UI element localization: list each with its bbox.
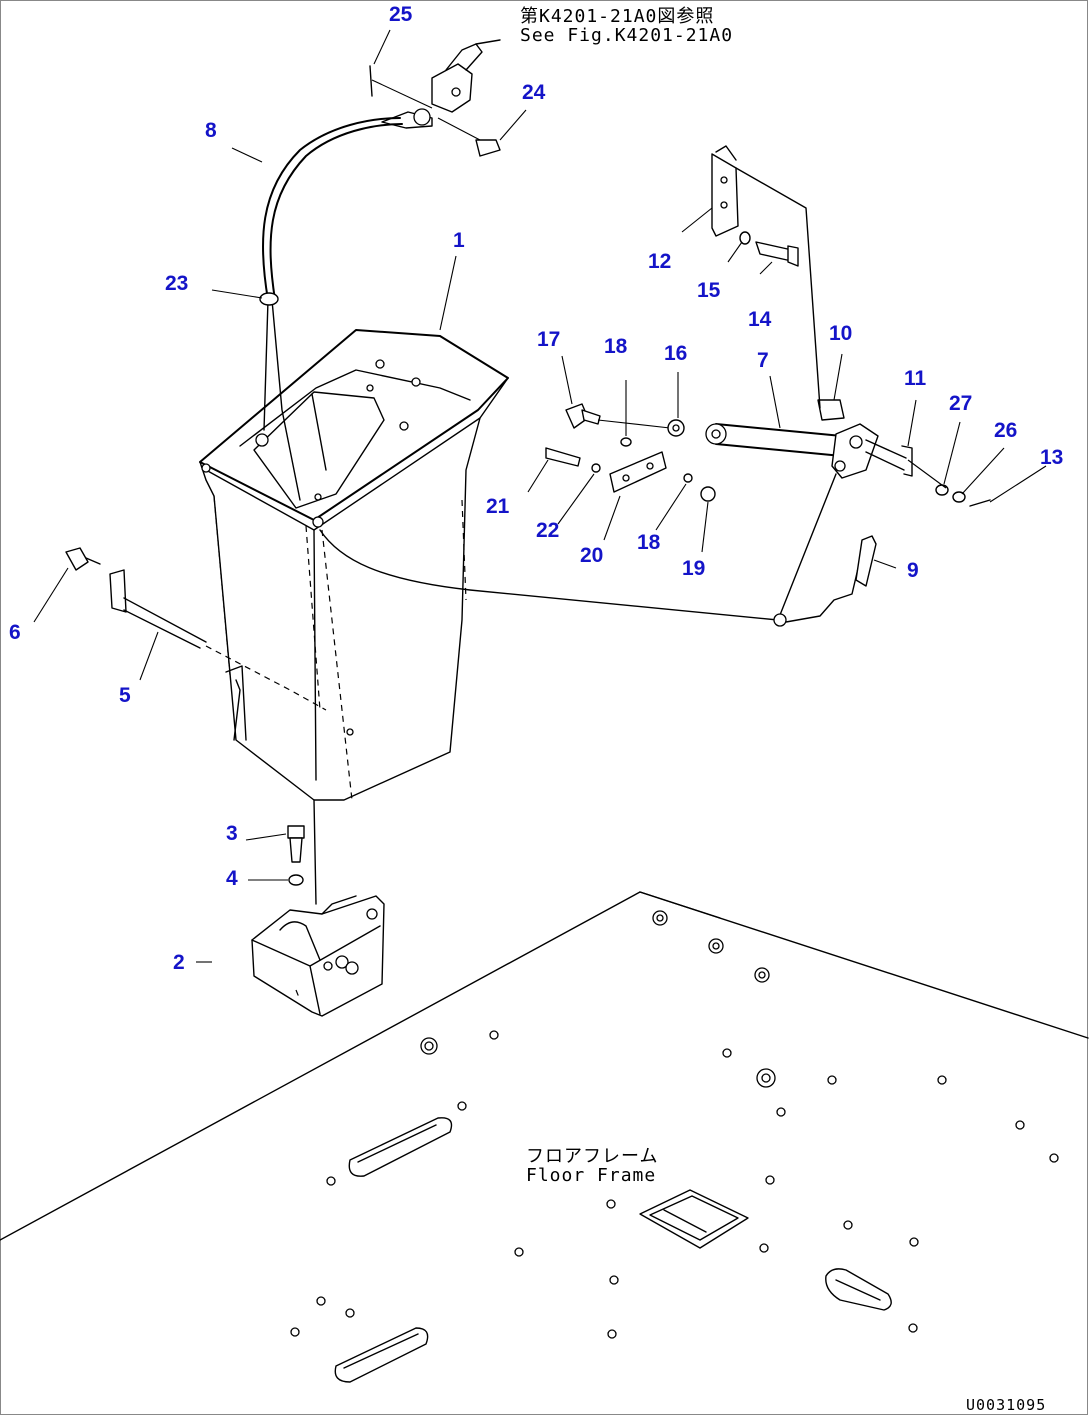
pin-part-25 <box>369 65 433 109</box>
document-id: U0031095 <box>966 1396 1047 1414</box>
box-bolt-holes <box>201 359 421 736</box>
callout-18-bottom: 18 <box>637 531 661 554</box>
callout-10: 10 <box>829 322 853 345</box>
lever-bracket-reference <box>431 39 501 113</box>
rod-part-7 <box>705 423 843 457</box>
cable-part-8 <box>261 108 433 501</box>
bolt-part-3 <box>287 825 305 863</box>
callout-27: 27 <box>949 392 973 415</box>
washer-part-22 <box>591 463 601 473</box>
bracket-part-12 <box>711 145 821 409</box>
centerline <box>907 459 947 489</box>
floor-frame-label: フロアフレーム Floor Frame <box>526 1146 659 1186</box>
control-box-part-1 <box>199 329 509 801</box>
callout-14: 14 <box>748 308 772 331</box>
callout-26: 26 <box>994 419 1018 442</box>
reference-note-en: See Fig.K4201-21A0 <box>520 24 734 46</box>
washer-part-18-top <box>620 437 632 447</box>
mounting-line <box>313 799 317 905</box>
callout-18-top: 18 <box>604 335 628 358</box>
callout-7: 7 <box>757 349 769 372</box>
callout-9: 9 <box>907 559 919 582</box>
callout-13: 13 <box>1040 446 1064 469</box>
leader-lines <box>33 29 1047 963</box>
grommet-part-23 <box>259 292 279 306</box>
floor-frame-plate <box>0 891 1089 1383</box>
callout-23: 23 <box>165 272 189 295</box>
callout-24: 24 <box>522 81 546 104</box>
callout-19: 19 <box>682 557 706 580</box>
nut-part-16 <box>667 419 685 437</box>
callout-21: 21 <box>486 495 510 518</box>
washer-part-18-bottom <box>683 473 693 483</box>
bolt-part-24 <box>437 117 501 157</box>
cotter-pin-part-13 <box>969 499 991 507</box>
floor-frame-label-en: Floor Frame <box>526 1164 657 1186</box>
callout-8: 8 <box>205 119 217 142</box>
callout-20: 20 <box>580 544 604 567</box>
nut-part-19 <box>700 486 716 502</box>
reference-note: 第K4201-21A0図参照 See Fig.K4201-21A0 <box>520 6 734 46</box>
bolt-part-21 <box>545 447 581 467</box>
bracket-part-2 <box>251 895 385 1017</box>
callout-15: 15 <box>697 279 721 302</box>
callout-5: 5 <box>119 684 131 707</box>
floor-frame-holes <box>290 910 1059 1339</box>
floor-frame-slots <box>334 1117 892 1383</box>
floor-frame-label-jp: フロアフレーム <box>526 1146 659 1167</box>
callout-1: 1 <box>453 229 465 252</box>
washer-part-4 <box>288 874 304 886</box>
callout-17: 17 <box>537 328 561 351</box>
callout-11: 11 <box>904 367 927 390</box>
rod-part-5 <box>109 569 327 711</box>
callout-3: 3 <box>226 822 238 845</box>
callout-12: 12 <box>648 250 672 273</box>
bolt-part-6 <box>65 547 101 571</box>
callout-2: 2 <box>173 951 185 974</box>
shaft-part-11 <box>865 439 913 477</box>
bolt-part-17 <box>565 403 601 429</box>
washer-part-26 <box>952 491 966 503</box>
plate-part-20 <box>609 451 667 493</box>
assembly-line <box>597 419 671 429</box>
bolt-part-14 <box>755 241 799 267</box>
callout-22: 22 <box>536 519 560 542</box>
lever-part-10 <box>817 399 879 479</box>
callout-6: 6 <box>9 621 21 644</box>
washer-part-15 <box>739 231 751 245</box>
reference-note-jp: 第K4201-21A0図参照 <box>520 6 715 27</box>
washer-part-27 <box>935 484 949 496</box>
lever-part-9 <box>855 535 877 587</box>
callout-25: 25 <box>389 3 413 26</box>
callout-16: 16 <box>664 342 688 365</box>
callout-4: 4 <box>226 867 238 890</box>
